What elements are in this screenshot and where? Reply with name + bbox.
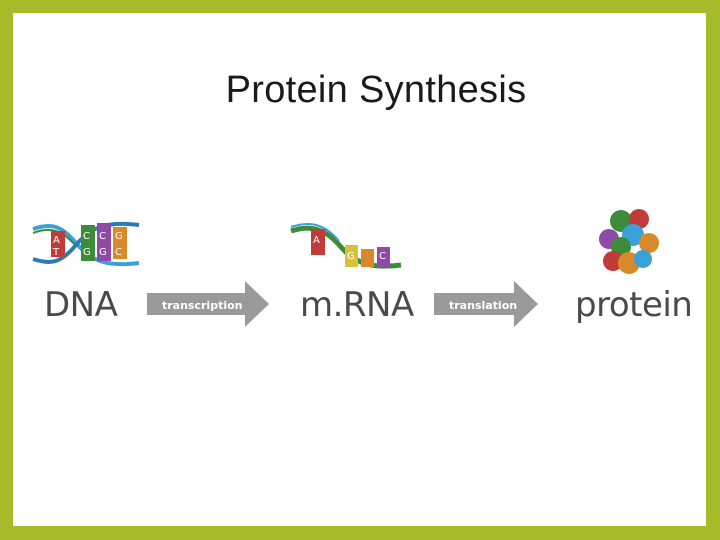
transcription-arrow xyxy=(147,281,269,327)
dna-base-8: C xyxy=(115,247,122,258)
mrna-base-3: C xyxy=(379,251,386,262)
dna-base-3: C xyxy=(99,231,106,242)
translation-arrow xyxy=(434,281,538,327)
dna-base-4: G xyxy=(115,231,123,242)
translation-label: translation xyxy=(449,299,518,312)
protein-cluster-icon xyxy=(599,209,659,274)
mrna-label: m.RNA xyxy=(300,285,414,325)
dna-base-6: G xyxy=(83,247,91,258)
mrna-strand-icon: A G C xyxy=(290,223,402,269)
dna-base-5: T xyxy=(52,247,60,258)
dna-base-1: A xyxy=(53,235,60,246)
slide-title: Protein Synthesis xyxy=(225,69,527,111)
dna-label: DNA xyxy=(44,285,118,325)
dna-base-7: G xyxy=(99,247,107,258)
dna-base-2: C xyxy=(83,231,90,242)
slide: Protein Synthesis A C C G T G G C A G C xyxy=(13,13,706,526)
transcription-label: transcription xyxy=(162,299,243,312)
mrna-base-2: G xyxy=(347,251,355,262)
dna-double-helix-icon: A C C G T G G C xyxy=(32,221,140,267)
protein-label: protein xyxy=(575,285,693,325)
mrna-base-1: A xyxy=(313,235,320,246)
